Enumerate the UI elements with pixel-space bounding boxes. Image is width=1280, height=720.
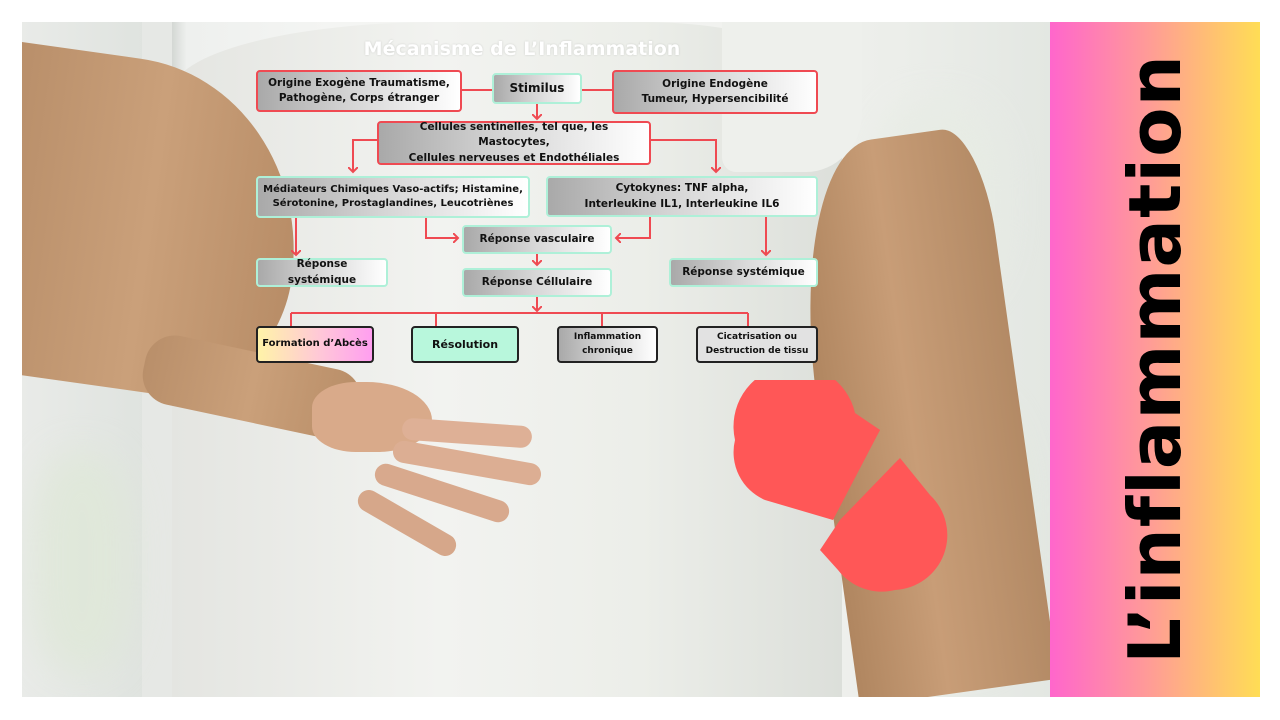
hand: [312, 382, 432, 452]
node-text: Résolution: [431, 337, 499, 351]
node-text: Origine Endogène: [662, 77, 768, 90]
node-text: Cellules nerveuses et Endothéliales: [408, 151, 620, 164]
node-cytokynes: Cytokynes: TNF alpha, Interleukine IL1, …: [546, 176, 818, 217]
node-text: chronique: [582, 345, 633, 356]
node-mediateurs: Médiateurs Chimiques Vaso-actifs; Histam…: [256, 176, 530, 218]
capsule-pill-icon: [720, 365, 950, 600]
node-text: Stimilus: [509, 80, 565, 95]
node-cellules-sentinelles: Cellules sentinelles, tel que, les Masto…: [377, 121, 651, 165]
node-inflammation-chronique: Inflammation chronique: [557, 326, 658, 363]
window-greenery: [32, 452, 132, 672]
node-text: Réponse vasculaire: [479, 232, 595, 245]
node-text: Inflammation: [573, 332, 642, 342]
capsule-pill-icon-svg: [733, 365, 948, 592]
node-text: Origine Exogène Traumatisme,: [268, 76, 450, 89]
node-text: Tumeur, Hypersencibilité: [641, 93, 789, 105]
node-text: Cytokynes: TNF alpha,: [615, 182, 749, 195]
node-reponse-vasculaire: Réponse vasculaire: [462, 225, 612, 254]
node-text: Interleukine IL1, Interleukine IL6: [584, 197, 780, 210]
node-stimulus: Stimilus: [492, 73, 582, 104]
node-text: Réponse Céllulaire: [481, 275, 593, 288]
node-text: Destruction de tissu: [705, 345, 809, 356]
node-origine-endogene: Origine Endogène Tumeur, Hypersencibilit…: [612, 70, 818, 114]
node-text: Réponse systémique: [682, 265, 805, 278]
node-reponse-systemique-right: Réponse systémique: [669, 258, 818, 287]
node-text: Cicatrisation ou: [716, 332, 798, 342]
node-reponse-systemique-left: Réponse systémique: [256, 258, 388, 287]
node-text: Formation d’Abcès: [262, 338, 368, 350]
node-formation-abces: Formation d’Abcès: [256, 326, 374, 363]
side-panel-title: L’inflammation: [1113, 54, 1197, 664]
side-title-panel: L’inflammation: [1050, 22, 1260, 697]
node-reponse-cellulaire: Réponse Céllulaire: [462, 268, 612, 297]
node-cicatrisation: Cicatrisation ou Destruction de tissu: [696, 326, 818, 363]
node-text: Sérotonine, Prostaglandines, Leucotriène…: [272, 198, 514, 209]
node-text: Médiateurs Chimiques Vaso-actifs; Histam…: [263, 183, 523, 195]
node-text: Cellules sentinelles, tel que, les Masto…: [419, 121, 609, 149]
diagram-title: Mécanisme de L’Inflammation: [363, 38, 681, 60]
node-text: Pathogène, Corps étranger: [278, 92, 440, 104]
node-origine-exogene: Origine Exogène Traumatisme, Pathogène, …: [256, 70, 462, 112]
node-resolution: Résolution: [411, 326, 519, 363]
node-text: Réponse systémique: [287, 258, 357, 286]
